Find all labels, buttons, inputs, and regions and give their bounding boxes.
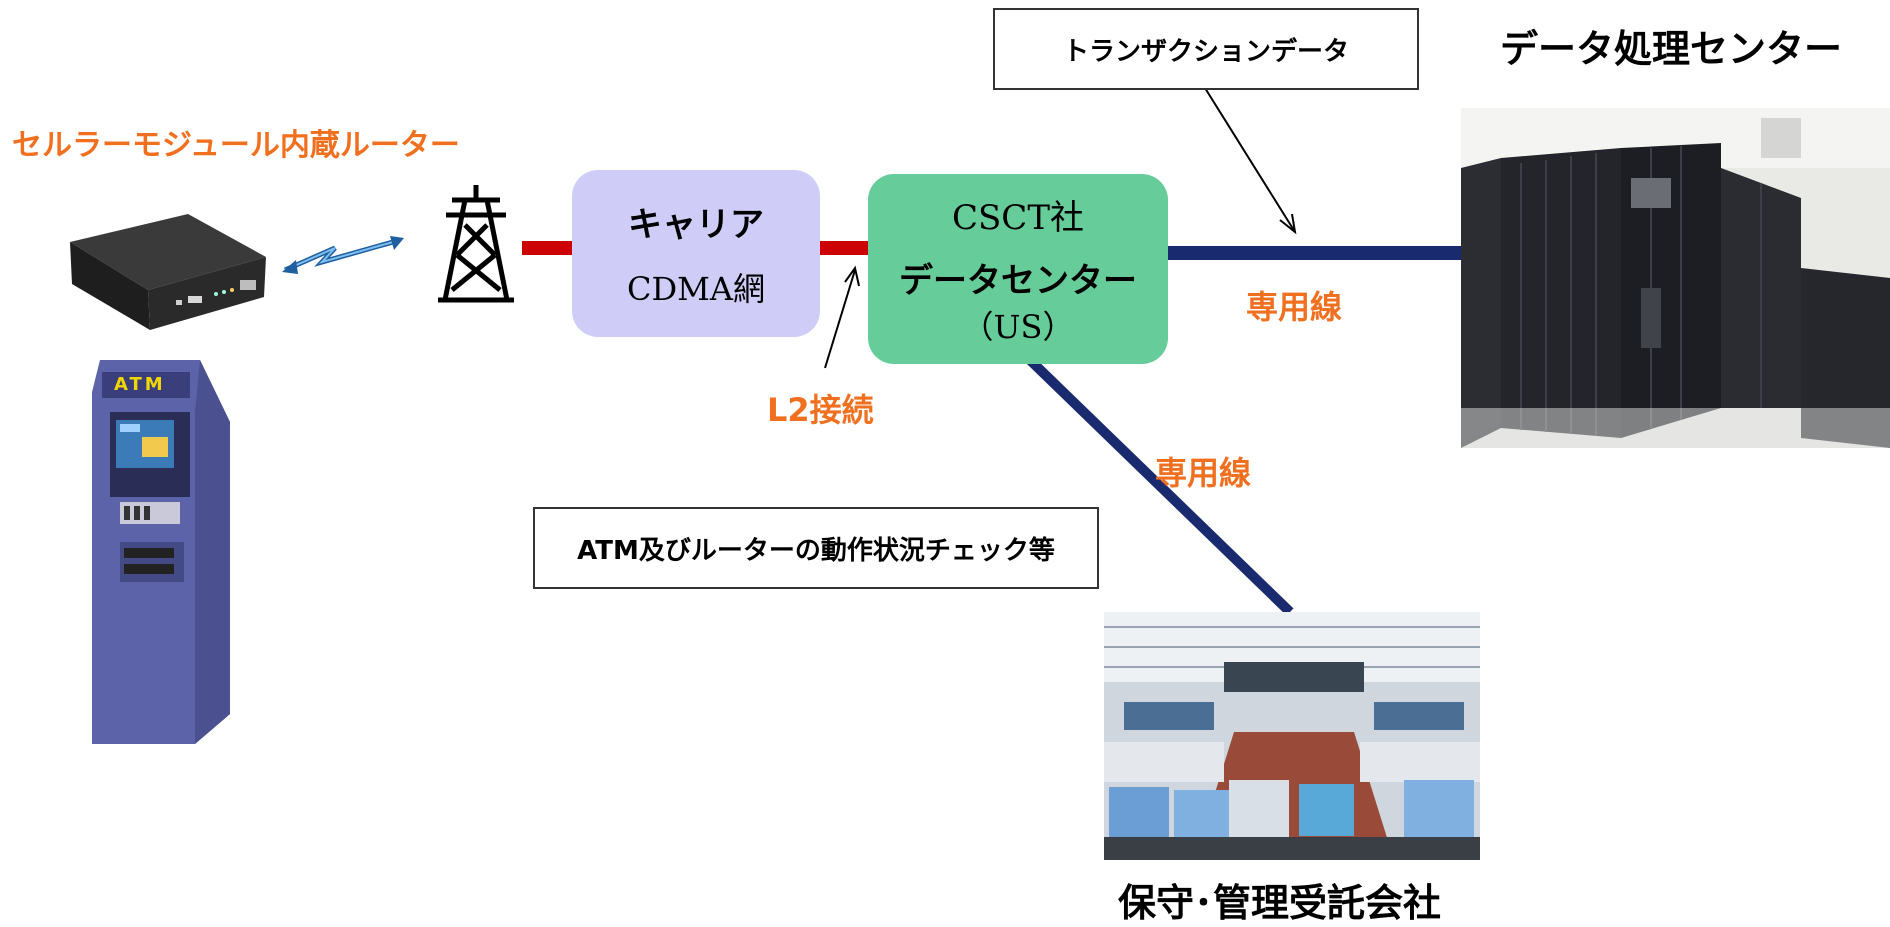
router-title: セルラーモジュール内蔵ルーター [12, 128, 460, 163]
control-room-image [1104, 612, 1480, 860]
leased-line-label-maintenance: 専用線 [1155, 454, 1252, 492]
csct-region-label: （US） [961, 308, 1075, 346]
status-check-callout: ATM及びルーターの動作状況チェック等 [533, 507, 1099, 589]
atm-machine-image: ATM [80, 352, 240, 747]
transmission-tower-icon [438, 185, 514, 303]
csct-datacenter-node: CSCT社 データセンター （US） [868, 174, 1168, 364]
l2-connection-label: L2接続 [767, 391, 874, 429]
navy-link-csct-maintenance [1026, 356, 1294, 616]
datacenter-title: データ処理センター [1500, 27, 1843, 71]
csct-company-label: CSCT社 [952, 198, 1084, 238]
server-room-image [1461, 108, 1890, 448]
carrier-node: キャリア CDMA網 [572, 170, 820, 337]
l2-pointer-line [824, 269, 856, 369]
atm-screen-label: ATM [114, 374, 166, 395]
transaction-pointer-arrowhead [1279, 213, 1297, 235]
leased-line-label-datacenter: 専用線 [1246, 288, 1343, 326]
l2-pointer-arrowhead [844, 265, 860, 287]
transaction-data-callout: トランザクションデータ [993, 8, 1419, 90]
carrier-label: キャリア [628, 205, 764, 245]
wireless-signal-icon [282, 236, 404, 274]
csct-datacenter-label: データセンター [899, 261, 1137, 301]
carrier-network-label: CDMA網 [626, 270, 766, 308]
router-device-image [68, 212, 268, 337]
transaction-pointer-line [1204, 87, 1296, 233]
maintenance-title: 保守･管理受託会社 [1118, 881, 1442, 925]
